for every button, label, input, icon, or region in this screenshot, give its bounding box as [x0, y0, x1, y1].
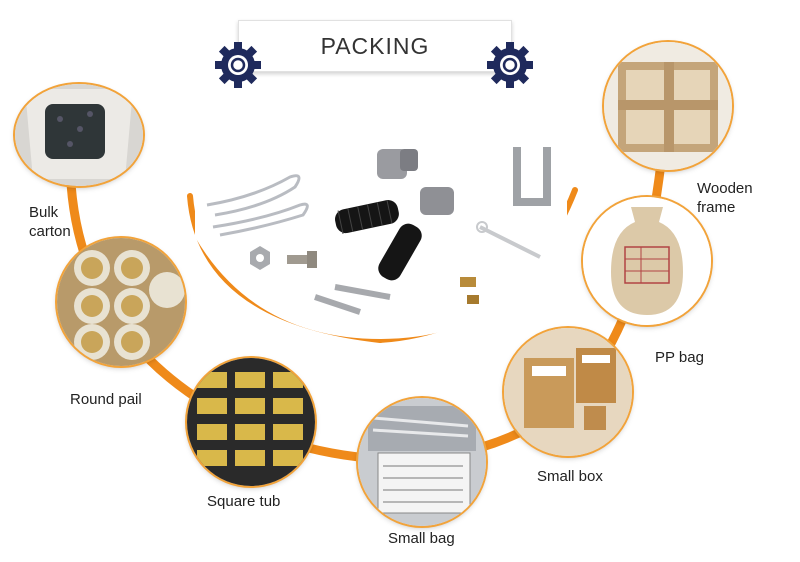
label-square-tub: Square tub	[207, 493, 281, 510]
pp-bag-photo	[583, 197, 711, 325]
label-round-pail: Round pail	[70, 391, 142, 408]
wooden-frame-photo	[604, 42, 732, 170]
fasteners-product-image	[195, 127, 567, 339]
round-pail-photo	[57, 238, 185, 366]
label-small-bag: Small bag	[388, 530, 455, 547]
gear-icon	[487, 42, 533, 88]
label-wooden-frame: Wooden frame	[697, 180, 753, 216]
page-title: PACKING	[320, 32, 430, 59]
small-box-photo	[504, 328, 632, 456]
square-tub-photo	[187, 358, 315, 486]
bulk-carton-photo	[15, 84, 143, 186]
label-small-box: Small box	[537, 468, 603, 485]
label-bulk-carton: Bulk carton	[29, 204, 71, 240]
small-bag-photo	[358, 398, 486, 526]
gear-icon	[215, 42, 261, 88]
title-banner: PACKING	[238, 20, 512, 72]
label-pp-bag: PP bag	[655, 349, 704, 366]
